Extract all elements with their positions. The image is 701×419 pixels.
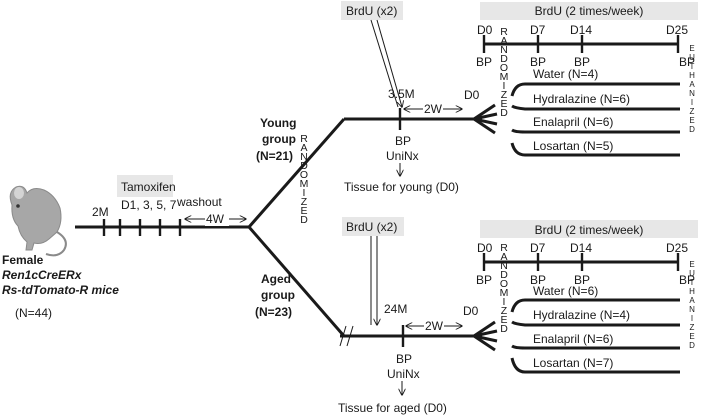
young-schedule-box [480,2,698,20]
aged-branch-line [247,226,346,337]
aged-arm-losartan [510,357,680,374]
young-brdu-arrow-1 [370,19,399,108]
young-schedule-day-d25: D25 [666,23,688,37]
aged-group-title-line2: group [261,288,295,302]
young-treatment-losartan: Losartan (N=5) [533,139,613,153]
young-tissue-label: Tissue for young (D0) [344,180,459,194]
aged-procedure-label: UniNx [387,367,420,381]
young-d0-label: D0 [464,88,480,102]
young-bp-label: BP [395,134,411,148]
subject-strain-line2: Rs-tdTomato-R mice [2,283,119,297]
aged-tissue-label: Tissue for aged (D0) [338,401,447,415]
aged-treatment-hydralazine: Hydralazine (N=4) [533,308,630,322]
tamoxifen-days-label: D1, 3, 5, 7 [121,198,177,212]
young-randomization-fan [473,103,498,135]
young-treatment-water: Water (N=4) [533,67,598,81]
aged-bp-label: BP [396,352,412,366]
aged-schedule-day-d7: D7 [530,241,546,255]
randomized-label-aged: RANDOMIZED [498,242,510,332]
young-brdu-label: BrdU (x2) [346,4,397,18]
washout-interval-bg [205,212,229,226]
young-schedule-bp-d7: BP [530,55,546,69]
aged-schedule-day-d0: D0 [477,241,493,255]
young-branch-line [247,118,346,228]
aged-randomization-fan [473,320,498,352]
aged-schedule-title: BrdU (2 times/week) [535,223,644,237]
young-treatment-hydralazine: Hydralazine (N=6) [533,92,630,106]
young-group-title: Young [260,116,296,130]
subject-n-label: (N=44) [15,306,52,320]
aged-schedule-box [480,220,698,238]
young-brdu-arrow-2 [376,19,402,107]
young-arm-hydralazine [511,104,680,111]
aged-arm-water [510,298,680,313]
subject-sex-label: Female [2,253,44,267]
aged-brdu-box [342,217,404,236]
aged-axis-break-1 [339,325,347,347]
randomized-label-young: RANDOMIZED [498,26,510,116]
young-arm-water [510,82,680,97]
aged-schedule-day-d25: D25 [666,241,688,255]
young-schedule-day-d14: D14 [570,23,592,37]
euthanized-label-aged: EUTHANIZED [688,260,697,350]
young-schedule-bp-d14: BP [574,55,590,69]
young-schedule-bp-d25: BP [679,55,695,69]
aged-group-title: Aged [261,272,291,286]
aged-brdu-label: BrdU (x2) [346,220,397,234]
aged-arm-enalapril [511,344,680,350]
young-schedule-title: BrdU (2 times/week) [535,4,644,18]
aged-schedule-bp-d0: BP [476,273,492,287]
aged-interval-label: 2W [425,319,444,333]
aged-arm-hydralazine [511,320,680,327]
tamoxifen-label: Tamoxifen [121,180,176,194]
washout-interval-label: 4W [206,212,225,226]
young-brdu-box [341,1,403,20]
young-arm-losartan [510,142,680,157]
young-schedule-day-d7: D7 [530,23,546,37]
young-procedure-label: UniNx [386,149,419,163]
induction-age-label: 2M [92,205,109,219]
aged-schedule-bp-d14: BP [574,273,590,287]
aged-d0-label: D0 [463,304,479,318]
aged-treatment-losartan: Losartan (N=7) [533,356,613,370]
randomized-label-center: RANDOMIZED [298,133,310,223]
young-treatment-enalapril: Enalapril (N=6) [533,115,613,129]
subject-strain-line2-text: Rs-tdTomato-R mice [2,283,119,297]
young-interval-label: 2W [424,102,443,116]
washout-label: washout [176,195,222,209]
euthanized-label-young: EUTHANIZED [688,44,697,134]
young-interval-bg [423,102,443,116]
aged-age-label: 24M [384,302,407,316]
aged-schedule-day-d14: D14 [570,241,592,255]
aged-group-n: (N=23) [255,305,292,319]
aged-treatment-enalapril: Enalapril (N=6) [533,332,613,346]
young-group-title-line2: group [262,132,296,146]
young-group-n: (N=21) [256,149,293,163]
mouse-icon [9,185,67,257]
aged-schedule-bp-d25: BP [679,273,695,287]
tamoxifen-box [117,175,173,197]
young-schedule-day-d0: D0 [477,23,493,37]
young-arm-enalapril [511,128,680,134]
aged-treatment-water: Water (N=6) [533,284,598,298]
aged-interval-bg [424,319,444,333]
subject-strain-line1: Ren1cCreERx [2,268,83,282]
aged-schedule-bp-d7: BP [530,273,546,287]
aged-axis-break-2 [346,325,354,347]
young-age-label: 3.5M [388,87,415,101]
young-schedule-bp-d0: BP [476,55,492,69]
